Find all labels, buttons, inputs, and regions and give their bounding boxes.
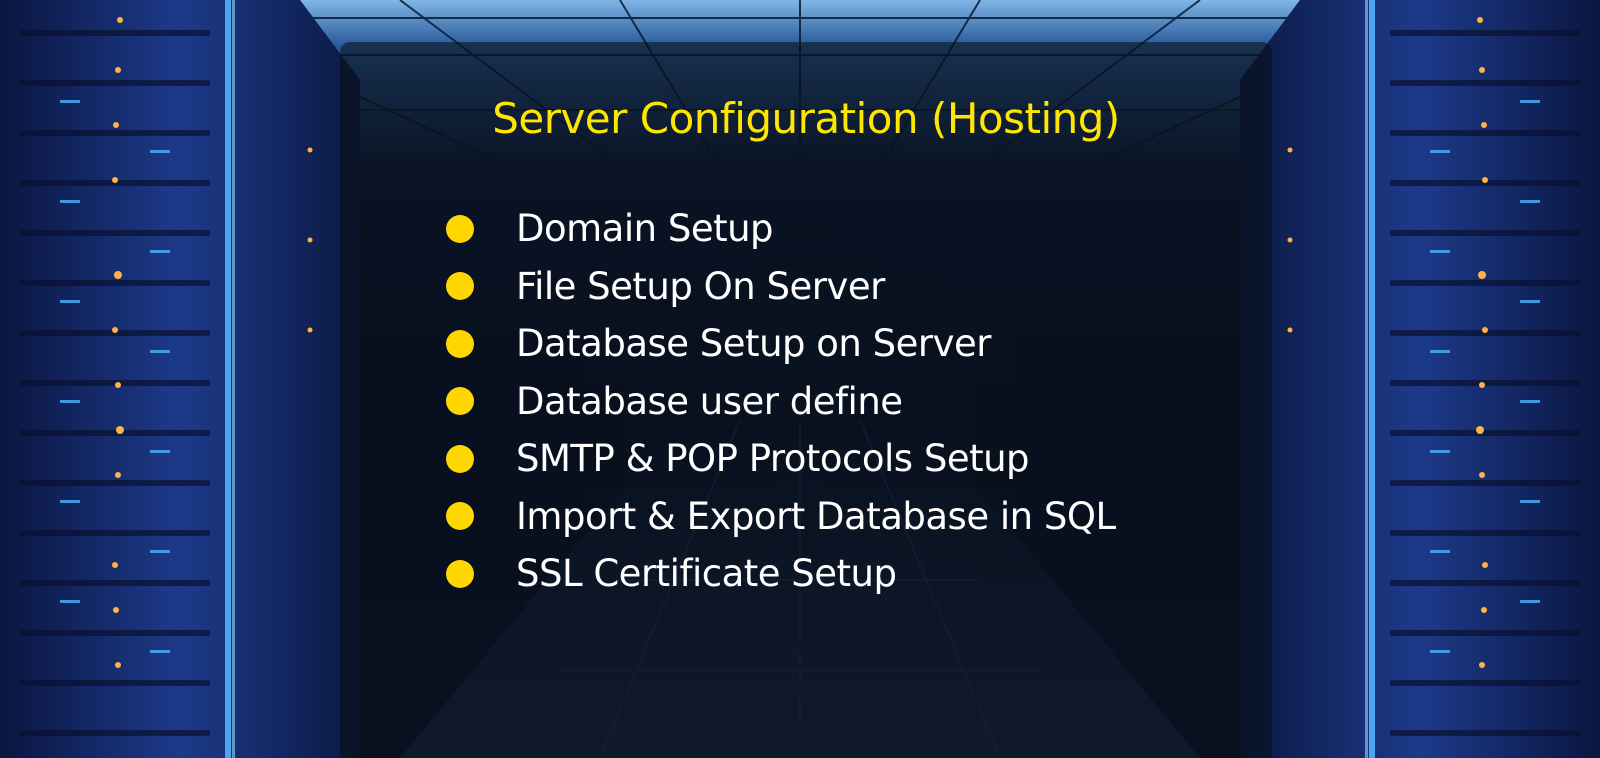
- bullet-dot-icon: [446, 329, 474, 358]
- list-item: File Setup On Server: [446, 258, 1116, 316]
- bullet-dot-icon: [446, 214, 474, 243]
- list-item: SSL Certificate Setup: [446, 545, 1116, 603]
- list-item-label: Domain Setup: [516, 207, 774, 251]
- list-item: Database Setup on Server: [446, 315, 1116, 373]
- list-item-label: SMTP & POP Protocols Setup: [516, 437, 1030, 481]
- list-item-label: Database user define: [516, 379, 903, 423]
- bullet-dot-icon: [446, 444, 474, 473]
- list-item-label: SSL Certificate Setup: [516, 552, 897, 596]
- list-item: SMTP & POP Protocols Setup: [446, 430, 1116, 488]
- bullet-dot-icon: [446, 272, 474, 301]
- bullet-dot-icon: [446, 502, 474, 531]
- list-item: Import & Export Database in SQL: [446, 488, 1116, 546]
- list-item: Database user define: [446, 373, 1116, 431]
- server-rack-right: [1240, 0, 1600, 758]
- bullet-dot-icon: [446, 559, 474, 588]
- page-title: Server Configuration (Hosting): [492, 94, 1120, 143]
- list-item-label: Import & Export Database in SQL: [516, 494, 1116, 538]
- list-item-label: Database Setup on Server: [516, 322, 991, 366]
- bullet-dot-icon: [446, 387, 474, 416]
- feature-list: Domain Setup File Setup On Server Databa…: [446, 200, 1116, 603]
- list-item: Domain Setup: [446, 200, 1116, 258]
- content-panel: [340, 42, 1272, 758]
- list-item-label: File Setup On Server: [516, 264, 885, 308]
- server-rack-left: [0, 0, 360, 758]
